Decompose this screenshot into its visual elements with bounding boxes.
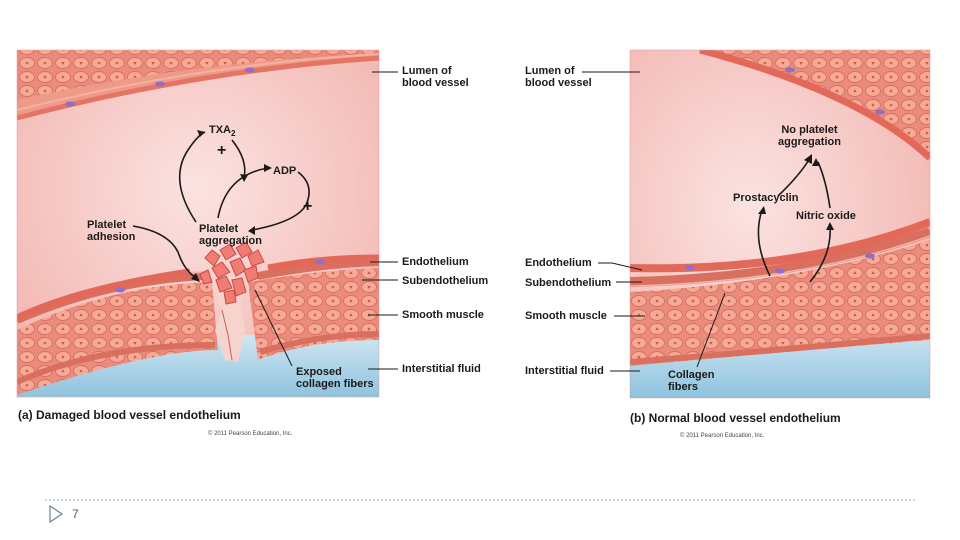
label-endothelium-b: Endothelium (525, 257, 592, 269)
label-collagen-fibers: Collagen fibers (668, 369, 715, 393)
label-adp: ADP (273, 165, 297, 177)
panel-a-artwork (17, 50, 379, 397)
label-no-platelet-aggregation: No platelet aggregation (778, 124, 841, 148)
label-exposed-collagen: Exposed collagen fibers (296, 366, 374, 390)
label-lumen-a: Lumen of blood vessel (402, 65, 469, 89)
label-lumen-b: Lumen of blood vessel (525, 65, 592, 89)
plus-sign-2: + (303, 198, 313, 215)
copyright-b: © 2011 Pearson Education, Inc. (680, 433, 765, 439)
caption-a: (a) Damaged blood vessel endothelium (18, 408, 241, 422)
label-nitric-oxide: Nitric oxide (796, 210, 856, 222)
label-smooth-muscle-b: Smooth muscle (525, 310, 607, 322)
label-smooth-muscle-a: Smooth muscle (402, 309, 484, 321)
panel-b-leaders (582, 71, 726, 372)
label-endothelium-a: Endothelium (402, 256, 469, 268)
label-platelet-aggregation: Platelet aggregation (199, 223, 262, 247)
panel-a-leaders (254, 71, 398, 370)
caption-b: (b) Normal blood vessel endothelium (630, 411, 841, 425)
label-interstitial-fluid-b: Interstitial fluid (525, 365, 604, 377)
panel-b-artwork (630, 50, 930, 398)
label-subendothelium-a: Subendothelium (402, 275, 489, 287)
plus-sign-1: + (217, 142, 227, 159)
slide-number: 7 (72, 507, 79, 521)
slide-bullet-icon (49, 504, 64, 524)
label-txa2: TXA2 (209, 124, 236, 139)
label-interstitial-fluid-a: Interstitial fluid (402, 363, 481, 375)
label-subendothelium-b: Subendothelium (525, 277, 612, 289)
label-prostacyclin: Prostacyclin (733, 192, 799, 204)
label-platelet-adhesion: Platelet adhesion (87, 219, 136, 243)
copyright-a: © 2011 Pearson Education, Inc. (208, 431, 293, 437)
